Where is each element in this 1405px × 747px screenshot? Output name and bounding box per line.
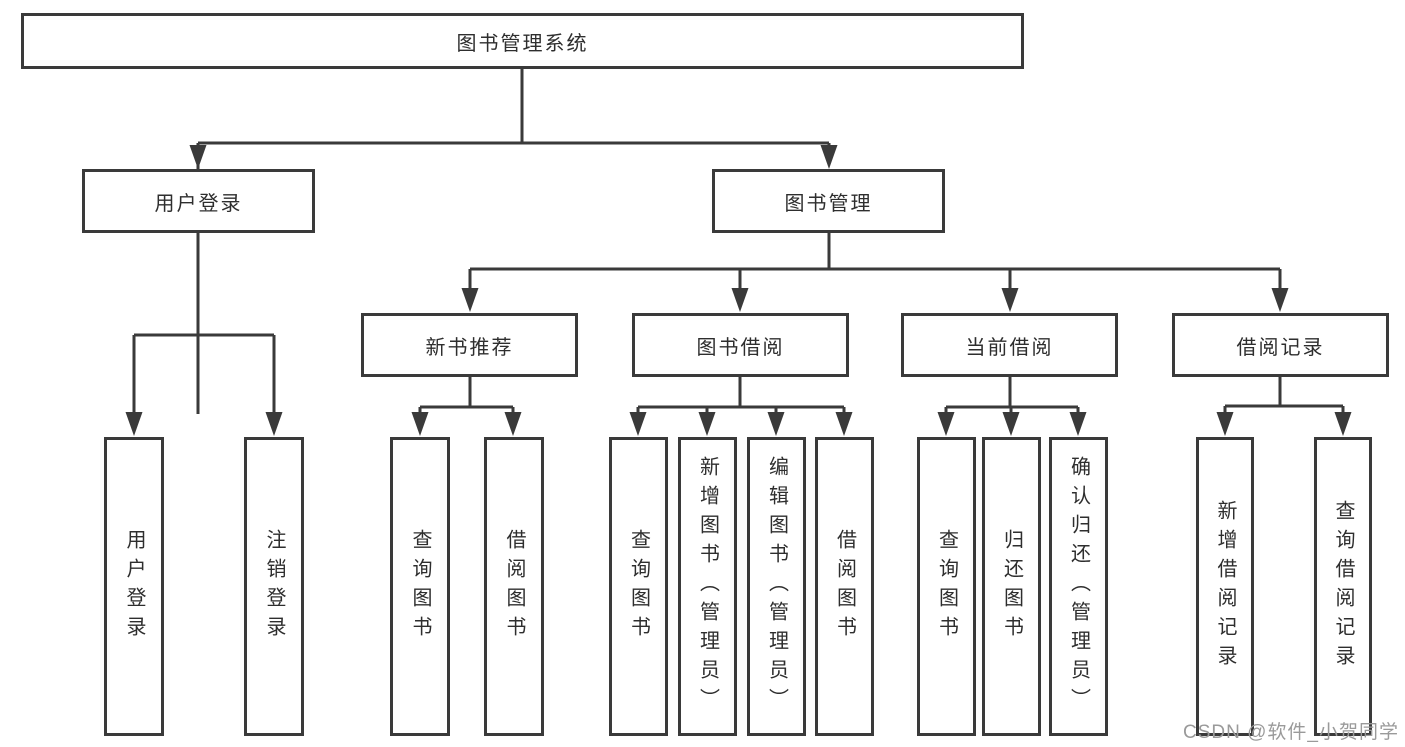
- node-book-borrowing-label: 图书借阅: [696, 336, 785, 359]
- leaf-borrow-books-2: 借阅图书: [815, 437, 874, 736]
- leaf-edit-books-admin: 编辑图书（管理员）: [747, 437, 806, 736]
- leaf-query-books-3: 查询图书: [917, 437, 976, 736]
- leaf-logout: 注销登录: [244, 437, 304, 736]
- connector-borrowrecords-to-leaves: [1216, 377, 1352, 436]
- leaf-add-books-admin-label: 新增图书（管理员）: [696, 456, 719, 717]
- node-user-login-branch-label: 用户登录: [154, 192, 243, 215]
- leaf-query-books-2: 查询图书: [609, 437, 668, 736]
- leaf-user-login-label: 用户登录: [123, 528, 145, 645]
- leaf-confirm-return-admin-label: 确认归还（管理员）: [1067, 456, 1090, 717]
- connector-bookborrow-to-leaves: [629, 377, 853, 436]
- leaf-user-login: 用户登录: [104, 437, 164, 736]
- leaf-query-books-1: 查询图书: [390, 437, 450, 736]
- leaf-add-borrow-record: 新增借阅记录: [1196, 437, 1254, 736]
- leaf-logout-label: 注销登录: [263, 528, 285, 645]
- node-book-borrowing: 图书借阅: [632, 313, 849, 377]
- node-root-label: 图书管理系统: [456, 32, 589, 55]
- leaf-query-borrow-record-label: 查询借阅记录: [1332, 499, 1354, 674]
- leaf-confirm-return-admin: 确认归还（管理员）: [1049, 437, 1108, 736]
- node-root: 图书管理系统: [21, 13, 1024, 69]
- node-current-borrowing: 当前借阅: [901, 313, 1118, 377]
- connector-currentborrow-to-leaves: [937, 377, 1087, 436]
- leaf-borrow-books-2-label: 借阅图书: [833, 528, 856, 645]
- node-new-book-recommend: 新书推荐: [361, 313, 578, 377]
- leaf-borrow-books-1-label: 借阅图书: [503, 528, 525, 645]
- node-user-login-branch: 用户登录: [82, 169, 315, 233]
- leaf-add-books-admin: 新增图书（管理员）: [678, 437, 737, 736]
- leaf-query-books-3-label: 查询图书: [935, 528, 958, 645]
- leaf-query-borrow-record: 查询借阅记录: [1314, 437, 1372, 736]
- leaf-query-books-2-label: 查询图书: [627, 528, 650, 645]
- node-borrowing-records: 借阅记录: [1172, 313, 1389, 377]
- leaf-add-borrow-record-label: 新增借阅记录: [1214, 499, 1236, 674]
- node-current-borrowing-label: 当前借阅: [965, 336, 1054, 359]
- node-borrowing-records-label: 借阅记录: [1236, 336, 1325, 359]
- leaf-return-books: 归还图书: [982, 437, 1041, 736]
- watermark: CSDN @软件_小贺同学: [1183, 722, 1399, 743]
- connector-newbookrec-to-leaves: [411, 377, 522, 436]
- node-new-book-recommend-label: 新书推荐: [425, 336, 514, 359]
- node-book-management-branch: 图书管理: [712, 169, 945, 233]
- leaf-return-books-label: 归还图书: [1000, 528, 1023, 645]
- leaf-borrow-books-1: 借阅图书: [484, 437, 544, 736]
- node-book-management-branch-label: 图书管理: [784, 192, 873, 215]
- connector-bookmgmt-to-groups: [461, 232, 1289, 312]
- leaf-query-books-1-label: 查询图书: [409, 528, 431, 645]
- connector-root-to-branches: [189, 69, 838, 414]
- connector-userlogin-to-leaves: [125, 233, 283, 436]
- leaf-edit-books-admin-label: 编辑图书（管理员）: [765, 456, 788, 717]
